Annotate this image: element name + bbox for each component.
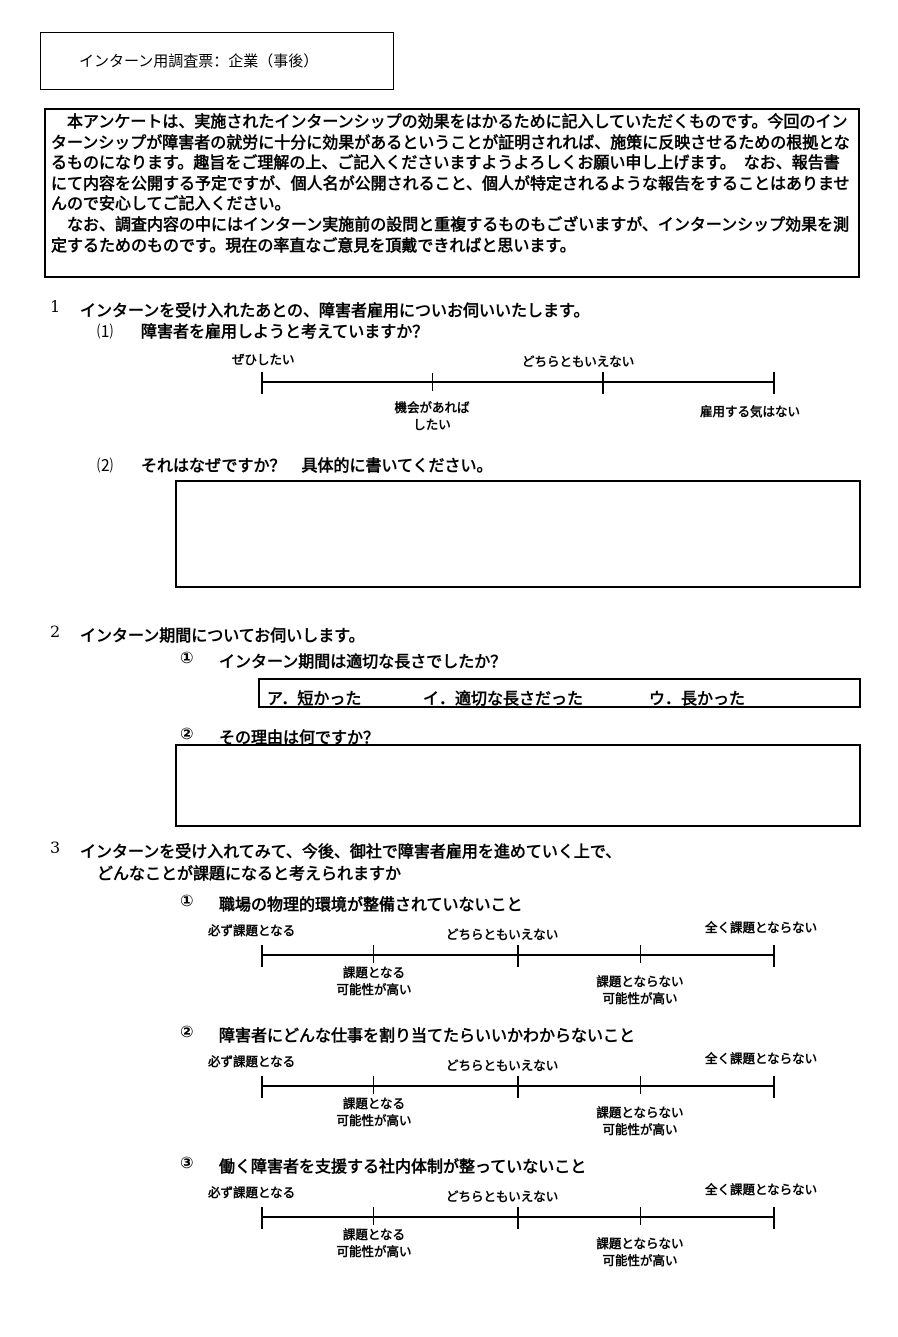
q1-scale-line[interactable]	[261, 381, 775, 383]
q1-scale-tick-1[interactable]	[261, 372, 263, 394]
scale-label-neutral: どちらともいえない	[446, 1058, 559, 1073]
q3-item3-tick-3[interactable]	[517, 1207, 519, 1229]
scale-label-never: 全く課題とならない	[705, 1182, 818, 1197]
q3-item1-text: 職場の物理的環境が整備されていないこと	[219, 895, 523, 914]
q3-item1-number: ①	[180, 891, 194, 910]
scale-label-never: 全く課題とならない	[705, 920, 818, 935]
q1-reason-answer-box[interactable]	[175, 480, 861, 588]
scale-label-unlikely: 課題とならない可能性が高い	[596, 974, 684, 1006]
q3-item1-tick-2[interactable]	[373, 945, 374, 963]
q2-heading: インターン期間についてお伺いします。	[80, 626, 365, 645]
q1-scale-tick-3[interactable]	[602, 372, 604, 394]
q3-item2-tick-5[interactable]	[773, 1076, 775, 1098]
q3-item1-tick-4[interactable]	[640, 945, 641, 963]
q3-item3-tick-5[interactable]	[773, 1207, 775, 1229]
scale-label-likely: 課題となる可能性が高い	[336, 1096, 412, 1128]
q2-sub1-question: インターン期間は適切な長さでしたか？	[219, 652, 507, 671]
scale-label-unlikely: 課題とならない可能性が高い	[596, 1105, 684, 1137]
q3-item2-text: 障害者にどんな仕事を割り当てたらいいかわからないこと	[219, 1026, 636, 1045]
q2-reason-answer-box[interactable]	[175, 744, 861, 827]
option-long[interactable]: ウ．長かった	[649, 689, 746, 708]
scale-label-always: 必ず課題となる	[208, 1054, 296, 1069]
q1-heading: インターンを受け入れたあとの、障害者雇用についお伺いいたします。	[80, 301, 590, 320]
scale-label-neutral: どちらともいえない	[446, 1189, 559, 1204]
q1-sub1-number: ⑴	[97, 322, 114, 341]
scale-label-neutral: どちらともいえない	[446, 927, 559, 942]
q3-heading-line2: どんなことが課題になると考えられますか	[97, 864, 402, 883]
scale-label-not-hire: 雇用する気はない	[700, 404, 801, 419]
q3-item3-tick-1[interactable]	[261, 1207, 263, 1229]
q3-item3-number: ③	[180, 1153, 194, 1172]
option-appropriate[interactable]: イ．適切な長さだった	[423, 689, 584, 708]
q3-item1-tick-1[interactable]	[261, 945, 263, 967]
q3-item2-tick-1[interactable]	[261, 1076, 263, 1098]
q3-item3-tick-4[interactable]	[640, 1207, 641, 1225]
scale-label-always: 必ず課題となる	[208, 1185, 296, 1200]
intro-paragraph-1: 本アンケートは、実施されたインターンシップの効果をはかるために記入していただくも…	[51, 112, 850, 214]
scale-label-always: 必ず課題となる	[208, 923, 296, 938]
q3-number: 3	[50, 838, 61, 857]
q3-item1-tick-3[interactable]	[517, 945, 519, 967]
scale-label-never: 全く課題とならない	[705, 1051, 818, 1066]
q3-heading-line1: インターンを受け入れてみて、今後、御社で障害者雇用を進めていく上で、	[80, 842, 622, 861]
q3-item3-text: 働く障害者を支援する社内体制が整っていないこと	[219, 1157, 587, 1176]
q1-sub2-number: ⑵	[97, 456, 114, 475]
intro-paragraph-2: なお、調査内容の中にはインターン実施前の設問と重複するものもございますが、インタ…	[51, 214, 850, 255]
q1-number: 1	[50, 297, 61, 316]
q2-sub2-question: その理由は何ですか？	[219, 728, 380, 747]
q1-sub2-question: それはなぜですか？ 具体的に書いてください。	[141, 456, 493, 475]
form-title: インターン用調査票：企業（事後）	[79, 52, 319, 70]
scale-label-definitely: ぜひしたい	[232, 352, 295, 367]
q1-scale-tick-4[interactable]	[773, 372, 775, 394]
q2-sub1-number: ①	[180, 648, 194, 667]
q3-item2-tick-2[interactable]	[373, 1076, 374, 1094]
scale-label-unlikely: 課題とならない可能性が高い	[596, 1236, 684, 1268]
q3-item2-tick-4[interactable]	[640, 1076, 641, 1094]
q1-scale-tick-2[interactable]	[432, 373, 433, 391]
form-title-box: インターン用調査票：企業（事後）	[40, 32, 394, 90]
q2-number: 2	[50, 622, 61, 641]
q2-sub2-number: ②	[180, 724, 194, 743]
scale-label-likely: 課題となる可能性が高い	[336, 1227, 412, 1259]
option-short[interactable]: ア．短かった	[267, 689, 362, 708]
q2-options-box: ア．短かった イ．適切な長さだった ウ．長かった	[258, 678, 861, 708]
q3-item1-tick-5[interactable]	[773, 945, 775, 967]
intro-box: 本アンケートは、実施されたインターンシップの効果をはかるために記入していただくも…	[44, 108, 860, 278]
q3-item2-number: ②	[180, 1022, 194, 1041]
q3-item3-tick-2[interactable]	[373, 1207, 374, 1225]
scale-label-neutral: どちらともいえない	[522, 354, 635, 369]
scale-label-likely: 課題となる可能性が高い	[336, 965, 412, 997]
scale-label-if-opportunity: 機会があればしたい	[394, 400, 470, 432]
q3-item2-tick-3[interactable]	[517, 1076, 519, 1098]
q1-sub1-question: 障害者を雇用しようと考えていますか？	[141, 322, 429, 341]
